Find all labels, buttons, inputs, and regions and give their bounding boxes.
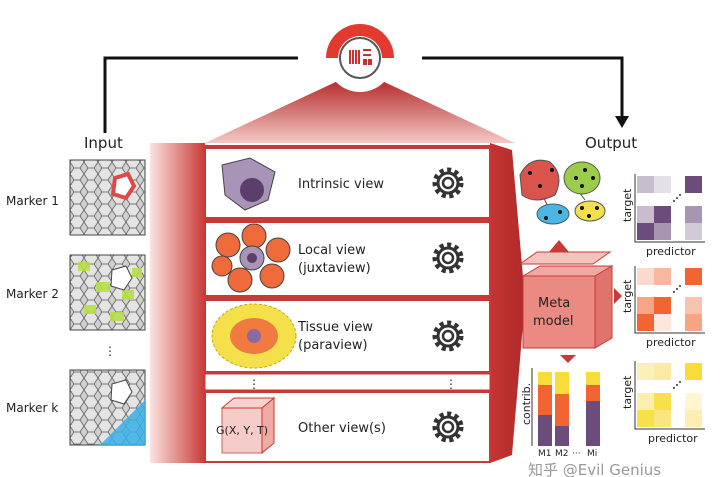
view-intrinsic: Intrinsic view [204, 147, 491, 219]
input-label: Input [84, 134, 123, 152]
other-view-formula: G(X, Y, T) [216, 424, 268, 437]
gears-ellipsis: ⋮ [445, 377, 457, 391]
funnel-top [205, 80, 515, 143]
heatmap-ellipses [673, 194, 681, 389]
tick-label: M1 [538, 449, 552, 459]
axis-label-contrib: contrib. [520, 383, 533, 425]
heatmap-yellow: target predictor [621, 361, 705, 445]
axis-label-predictor: predictor [646, 245, 696, 258]
bar-mi [586, 372, 600, 446]
view-tissue: Tissue view (paraview) [204, 299, 491, 373]
view-label: Intrinsic view [298, 177, 384, 192]
meta-model-cube: Meta model [518, 240, 622, 363]
axis-label-predictor: predictor [646, 336, 696, 349]
heatmap-purple: target predictor [621, 174, 705, 258]
view-sublabel: (paraview) [298, 338, 368, 353]
flow-arrow-input-to-logo [103, 56, 298, 133]
meta-model-label: Meta [538, 296, 570, 311]
tick-label: ··· [572, 449, 581, 459]
marker-label: Marker k [6, 401, 58, 415]
misty-logo [326, 24, 394, 92]
axis-label-target: target [621, 375, 634, 409]
marker-ellipsis: ⋮ [104, 344, 116, 358]
marker-1: Marker 1 [6, 159, 146, 236]
view-other: G(X, Y, T) Other view(s) [204, 391, 491, 463]
tick-label: M2 [555, 449, 569, 459]
axis-label-predictor: predictor [648, 432, 698, 445]
view-local: Local view (juxtaview) [204, 221, 491, 297]
view-label: Other view(s) [298, 421, 386, 436]
view-sublabel: (juxtaview) [298, 261, 371, 276]
flow-arrow-logo-to-output [422, 56, 629, 128]
axis-label-target: target [621, 279, 634, 313]
marker-label: Marker 2 [6, 287, 59, 301]
input-band [150, 143, 205, 463]
contribution-chart: contrib. M1 M2 ··· Mi [520, 368, 600, 459]
view-label: Local view [298, 243, 366, 258]
tick-label: Mi [587, 449, 597, 459]
views-ellipsis: ⋮ [248, 377, 260, 391]
output-band [490, 143, 525, 463]
view-label: Tissue view [297, 320, 373, 335]
bar-m1 [538, 372, 552, 446]
watermark: 知乎 @Evil Genius [528, 461, 661, 477]
marker-2: Marker 2 [6, 254, 146, 331]
bar-m2 [555, 372, 569, 446]
heatmap-orange: target predictor [621, 266, 705, 349]
marker-k: Marker k [6, 369, 146, 446]
view-graph [519, 159, 606, 225]
meta-model-label: model [533, 314, 573, 329]
output-label: Output [585, 134, 637, 152]
marker-label: Marker 1 [6, 194, 59, 208]
axis-label-target: target [621, 188, 634, 222]
